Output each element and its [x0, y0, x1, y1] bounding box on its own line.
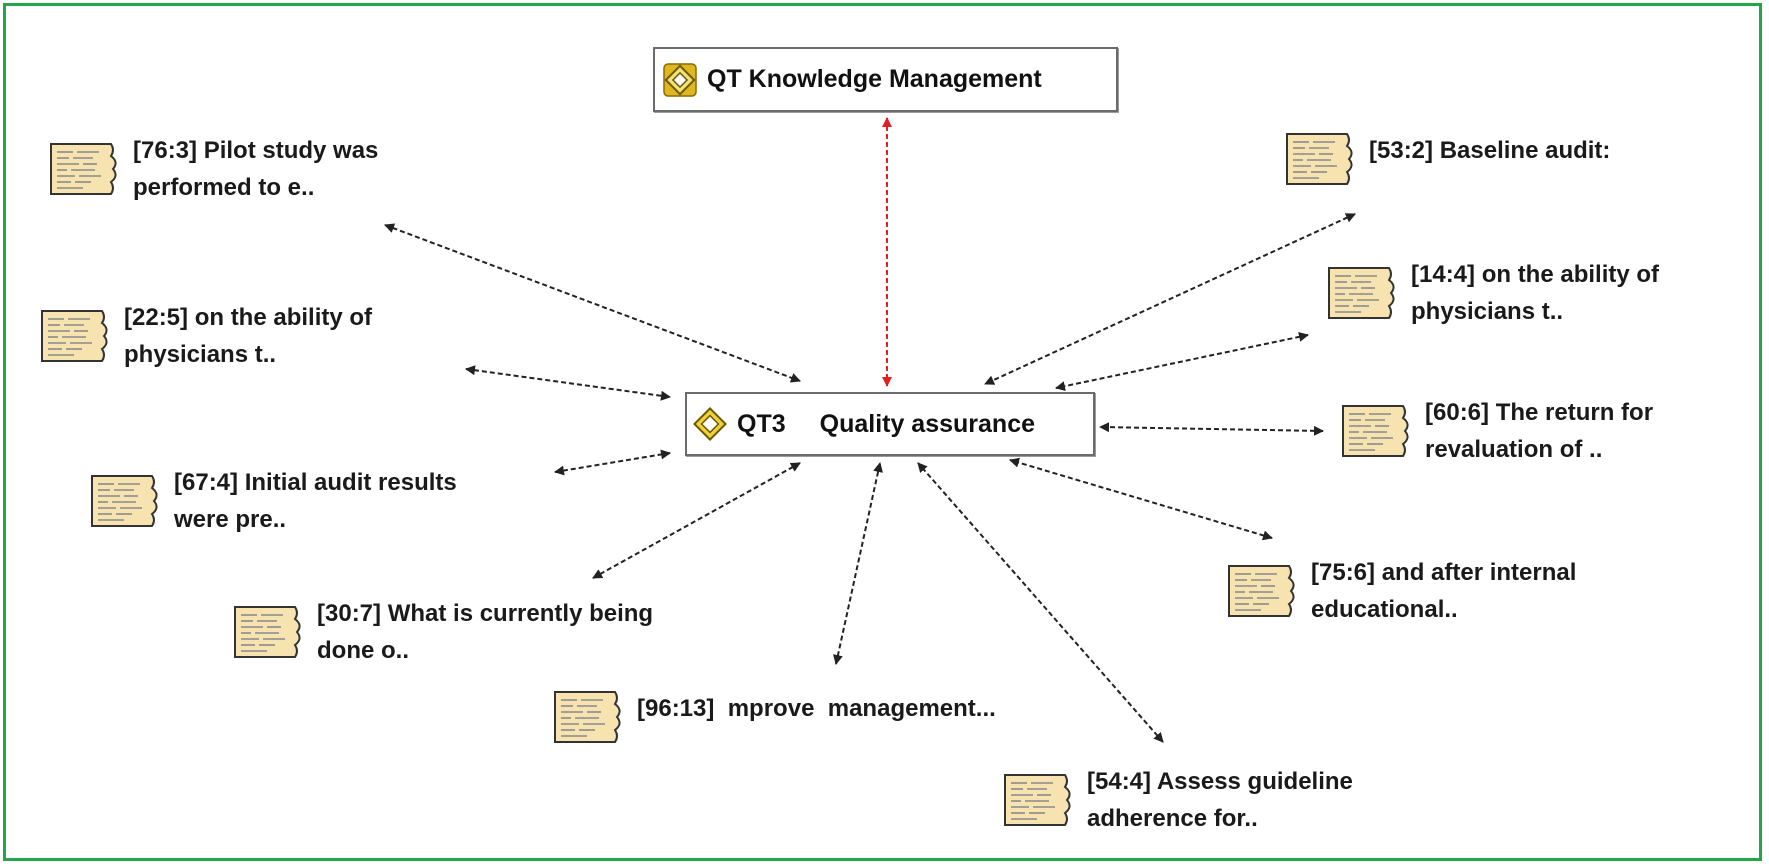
quotation-ref: [76:3] — [133, 137, 198, 164]
link-75-6 — [1009, 457, 1273, 541]
link-67-4 — [554, 449, 671, 476]
center-code-node[interactable]: QT3 Quality assurance — [685, 392, 1095, 456]
code-icon — [693, 407, 727, 441]
quotation-line-1: [60:6] The return for — [1425, 394, 1653, 431]
quotation-line-2: done o.. — [317, 637, 409, 664]
quotation-line-1: [76:3] Pilot study was — [133, 132, 378, 169]
quotation-line-2: educational.. — [1311, 596, 1458, 623]
quotation-line-1: [54:4] Assess guideline — [1087, 763, 1353, 800]
link-30-7 — [592, 462, 801, 579]
quotation-ref: [30:7] — [317, 600, 382, 627]
quotation-ref: [75:6] — [1311, 559, 1376, 586]
quotation-line-2: were pre.. — [174, 506, 287, 533]
quotation-line-1-text: What is currently being — [387, 600, 654, 627]
quotation-line-1-text: on the ability of — [1481, 261, 1660, 288]
quotation-line-2: physicians t.. — [124, 341, 277, 368]
parent-code-node[interactable]: QT Knowledge Management — [653, 47, 1118, 112]
quotation-line-2: revaluation of .. — [1425, 436, 1603, 463]
center-code-label: Quality assurance — [819, 409, 1036, 438]
link-60-6 — [1099, 422, 1324, 436]
quotation-line-1-text: Initial audit results — [244, 469, 457, 496]
quotation-ref: [54:4] — [1087, 768, 1152, 795]
quotation-line-1: [75:6] and after internal — [1311, 554, 1576, 591]
quotation-icon — [41, 310, 108, 362]
quotation-ref: [53:2] — [1369, 137, 1434, 164]
quotation-icon — [1004, 774, 1071, 826]
link-54-4 — [917, 462, 1164, 743]
quotation-text: [75:6] and after internal educational.. — [1311, 554, 1576, 628]
link-76-3 — [384, 223, 801, 383]
quotation-text: [67:4] Initial audit results were pre.. — [174, 464, 457, 538]
quotation-line-2: performed to e.. — [133, 174, 315, 201]
code-family-icon — [663, 62, 697, 97]
quotation-line-1: [67:4] Initial audit results — [174, 464, 457, 501]
quotation-icon — [50, 143, 117, 195]
quotation-text: [54:4] Assess guideline adherence for.. — [1087, 763, 1353, 837]
quotation-line-1-text: Assess guideline — [1156, 768, 1353, 795]
quotation-line-2: physicians t.. — [1411, 298, 1564, 325]
quotation-ref: [22:5] — [124, 304, 189, 331]
quotation-line-1: [96:13] mprove management... — [637, 690, 996, 727]
quotation-icon — [1286, 133, 1353, 185]
quotation-ref: [14:4] — [1411, 261, 1476, 288]
quotation-line-1-text: Pilot study was — [203, 137, 379, 164]
quotation-ref: [67:4] — [174, 469, 239, 496]
quotation-line-1-text: on the ability of — [194, 304, 373, 331]
quotation-icon — [91, 475, 158, 527]
center-code-id: QT3 — [737, 409, 786, 438]
quotation-text: [96:13] mprove management... — [637, 690, 996, 727]
quotation-text: [53:2] Baseline audit: — [1369, 132, 1610, 169]
quotation-line-1-text: mprove management... — [721, 695, 996, 722]
quotation-text: [30:7] What is currently being done o.. — [317, 595, 653, 669]
quotation-icon — [1342, 405, 1409, 457]
quotation-icon — [1328, 267, 1395, 319]
quotation-ref: [96:13] — [637, 695, 715, 722]
quotation-text: [60:6] The return for revaluation of .. — [1425, 394, 1653, 468]
quotation-line-1-text: and after internal — [1381, 559, 1577, 586]
quotation-line-1: [53:2] Baseline audit: — [1369, 132, 1610, 169]
link-14-4 — [1055, 331, 1309, 392]
quotation-line-1-text: The return for — [1495, 399, 1654, 426]
quotation-line-1: [22:5] on the ability of — [124, 299, 372, 336]
quotation-icon — [234, 606, 301, 658]
link-22-5 — [465, 365, 671, 401]
quotation-line-1: [14:4] on the ability of — [1411, 256, 1659, 293]
quotation-text: [22:5] on the ability of physicians t.. — [124, 299, 372, 373]
parent-code-label: QT Knowledge Management — [707, 65, 1042, 93]
quotation-icon — [554, 691, 621, 743]
diagram-frame — [3, 3, 1762, 861]
quotation-icon — [1228, 565, 1295, 617]
link-53-2 — [984, 213, 1356, 385]
quotation-ref: [60:6] — [1425, 399, 1490, 426]
quotation-line-2: adherence for.. — [1087, 805, 1258, 832]
quotation-line-1: [30:7] What is currently being — [317, 595, 653, 632]
link-96-13 — [833, 462, 883, 665]
quotation-line-1-text: Baseline audit: — [1439, 137, 1611, 164]
quotation-text: [14:4] on the ability of physicians t.. — [1411, 256, 1659, 330]
quotation-text: [76:3] Pilot study was performed to e.. — [133, 132, 378, 206]
